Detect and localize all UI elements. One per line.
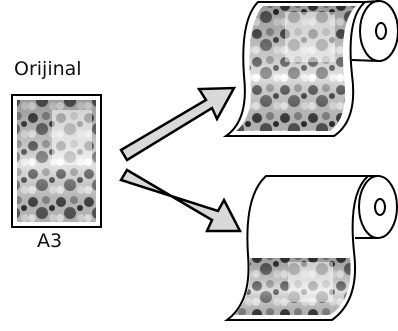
roll-print-bottom-icon [223,175,398,321]
arrow-down-right-icon [119,168,243,233]
original-sheet-icon [11,94,102,228]
size-label: A3 [37,230,63,252]
original-label: Orijinal [14,58,82,80]
arrow-up-right-icon [119,86,237,162]
roll-print-top-icon [222,0,398,137]
